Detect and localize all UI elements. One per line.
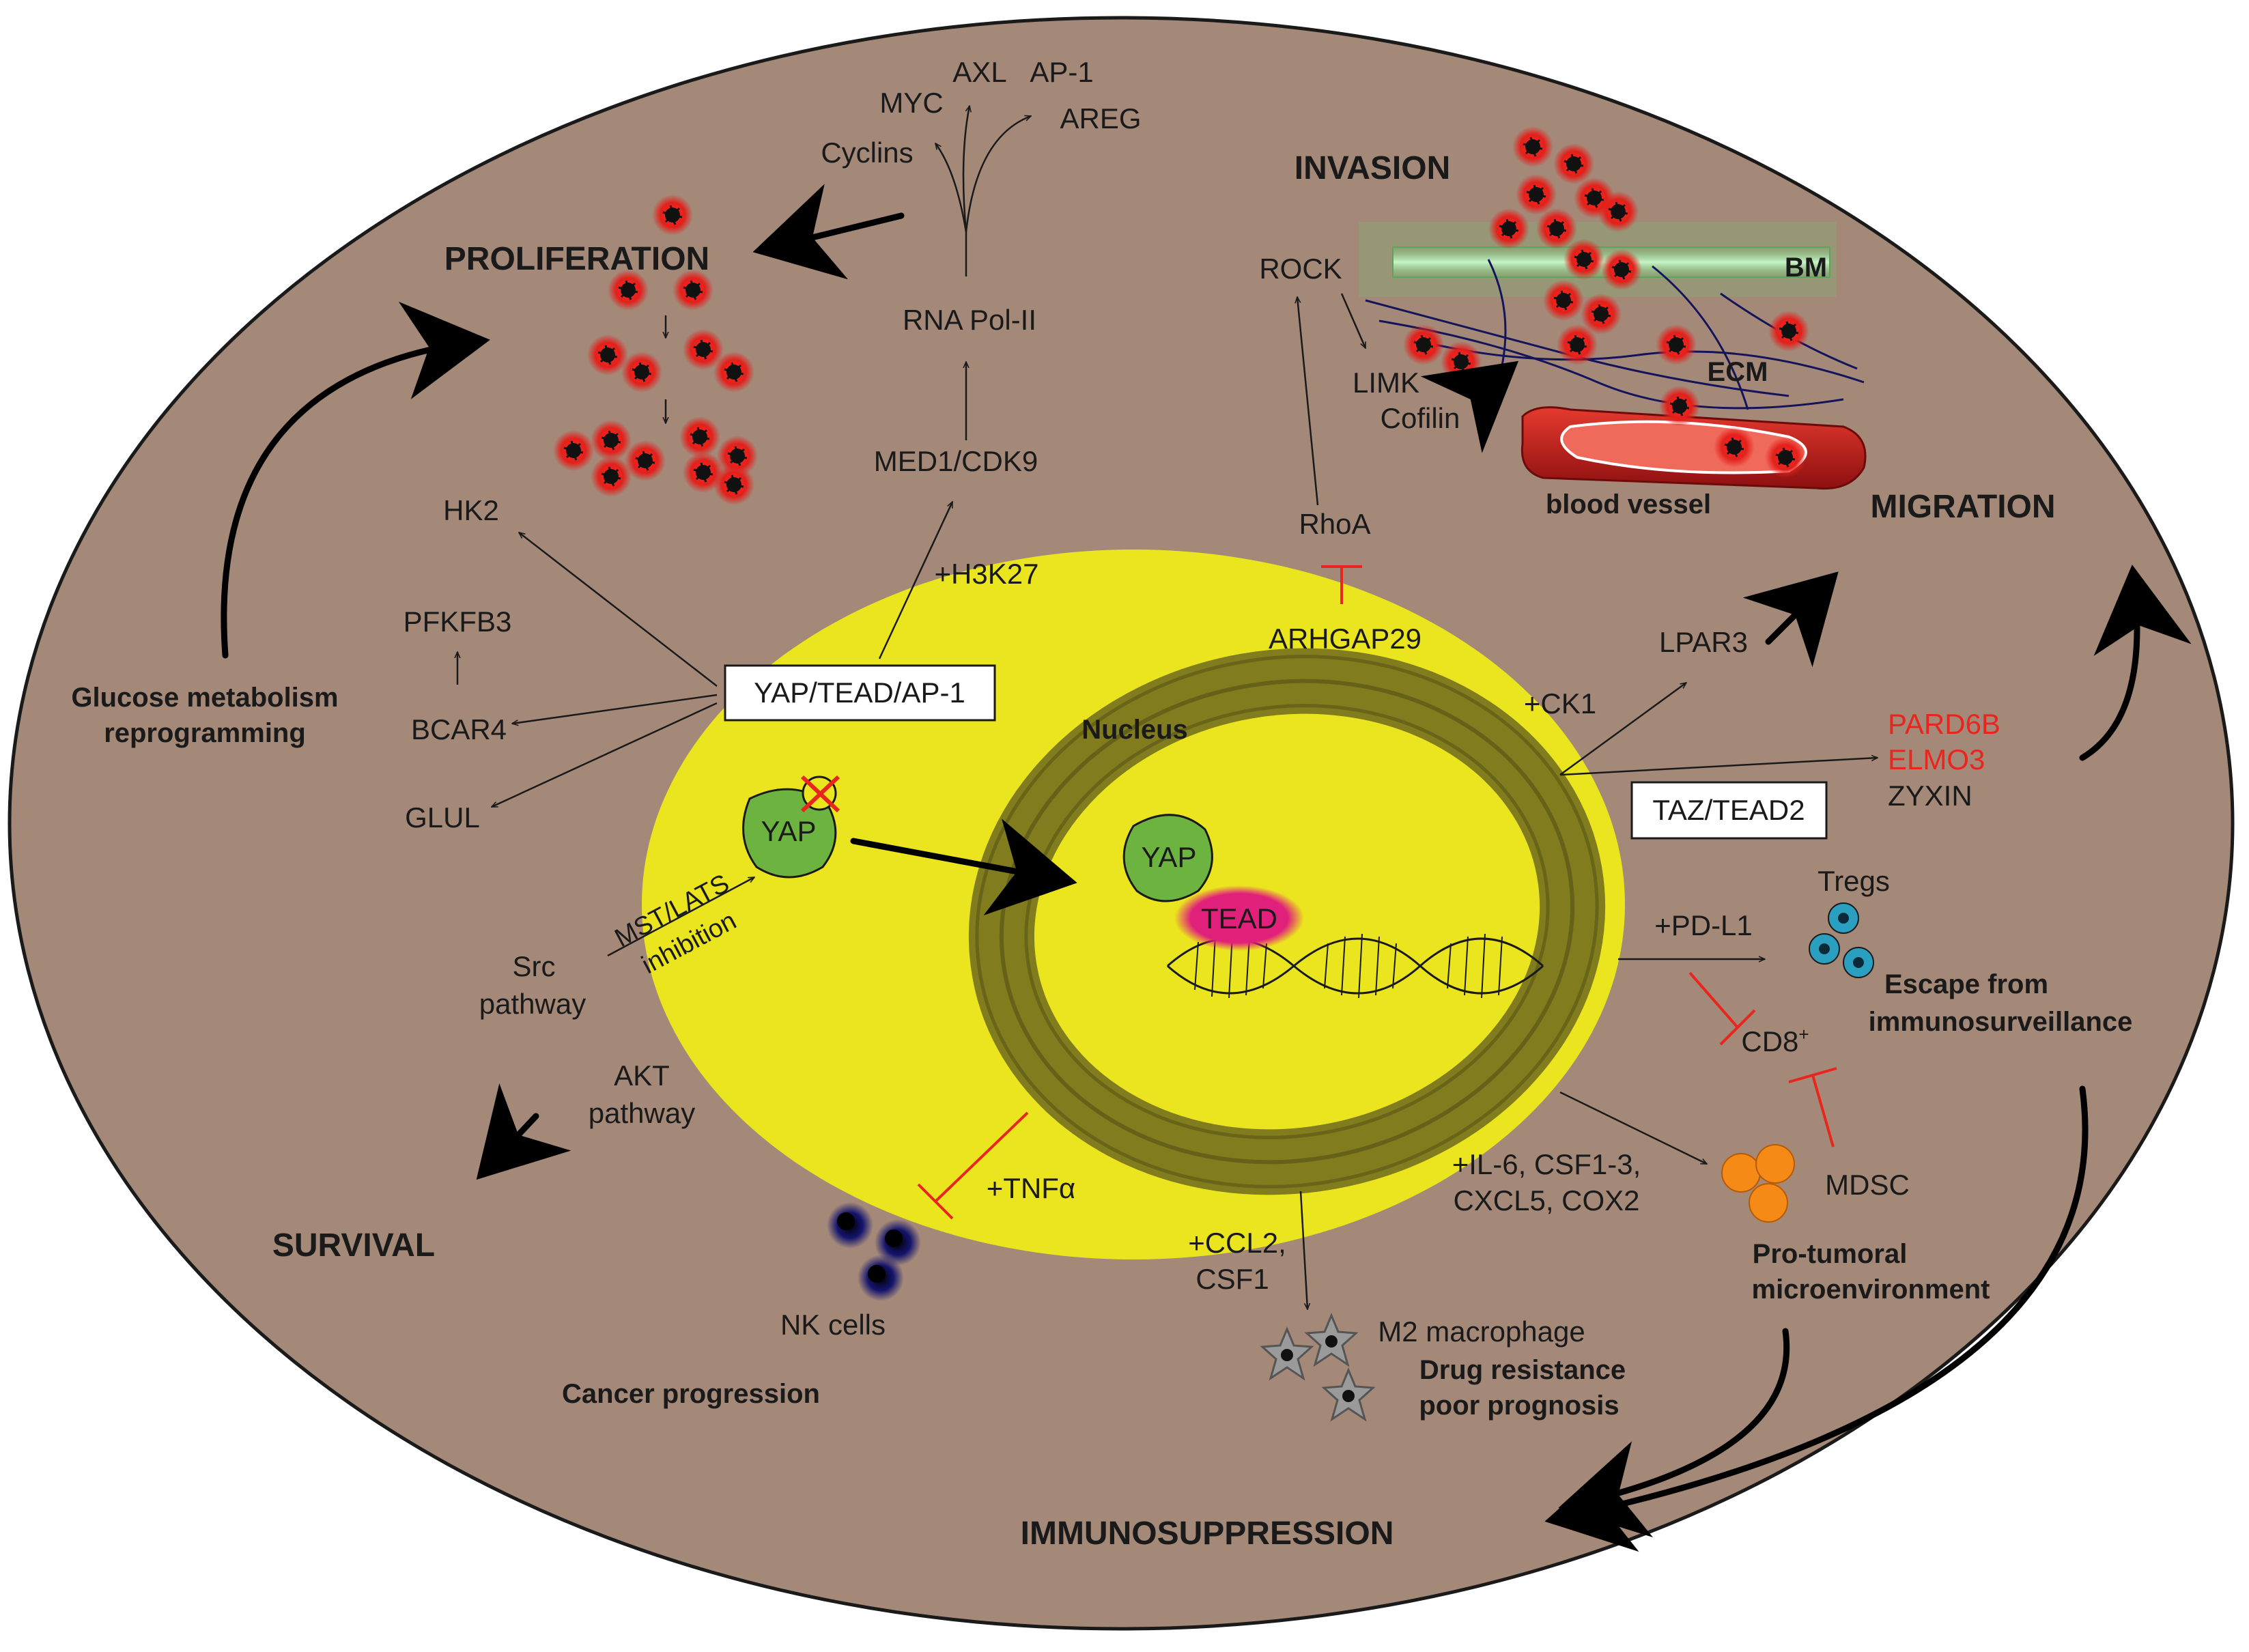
nucleus-label: Nucleus (1081, 715, 1188, 745)
yap-translocation-arrow (850, 818, 1077, 915)
label-h3k27: +H3K27 (935, 558, 1039, 590)
label-cancer-progression: Cancer progression (562, 1379, 820, 1409)
immune-arrows (1299, 959, 1765, 1309)
label-pard6b: PARD6B (1888, 708, 2000, 740)
label-limk: LIMK (1353, 367, 1419, 399)
label-bcar4: BCAR4 (411, 713, 507, 745)
proliferation-arrow (752, 184, 905, 280)
label-rna-pol: RNA Pol-II (903, 304, 1036, 336)
yap-nuclear-blob (1122, 814, 1213, 902)
heading-invasion: INVASION (1295, 150, 1450, 186)
label-cxcl5: CXCL5, COX2 (1453, 1184, 1639, 1216)
proliferating-tumor-cells (552, 193, 759, 507)
label-src-2: pathway (479, 988, 586, 1020)
glucose-to-proliferation-arrow (221, 302, 490, 659)
nucleus-zone (642, 550, 1625, 1259)
label-rock: ROCK (1259, 253, 1342, 285)
yap-nuclear-label: YAP (1142, 841, 1197, 873)
label-hk2: HK2 (443, 494, 499, 526)
label-ap1: AP-1 (1030, 56, 1093, 88)
label-escape-1: Escape from (1884, 969, 2048, 999)
phosphorylation-blocked-icon (800, 775, 840, 813)
nuclear-envelope (968, 648, 1606, 1195)
yap-cytoplasmic-label: YAP (761, 815, 817, 847)
heading-proliferation: PROLIFERATION (444, 241, 709, 277)
label-tregs: Tregs (1817, 865, 1890, 897)
label-pdl1: +PD-L1 (1654, 909, 1753, 941)
label-pfkfb3: PFKFB3 (404, 606, 512, 638)
label-cofilin: Cofilin (1381, 402, 1460, 434)
label-elmo3: ELMO3 (1888, 743, 1985, 775)
heading-immunosuppression: IMMUNOSUPPRESSION (1021, 1515, 1394, 1552)
label-myc: MYC (879, 87, 943, 119)
label-rhoa: RhoA (1299, 508, 1370, 540)
inhibition-marks (917, 971, 1837, 1220)
label-protumoral-1: Pro-tumoral (1753, 1239, 1908, 1269)
label-blood-vessel: blood vessel (1546, 489, 1711, 519)
label-cyclins: Cyclins (821, 137, 913, 169)
arhgap29-inhibition (1321, 565, 1362, 604)
label-akt-2: pathway (589, 1097, 695, 1129)
label-lpar3: LPAR3 (1659, 626, 1748, 658)
label-m2-macrophage: M2 macrophage (1378, 1315, 1585, 1348)
label-axl: AXL (952, 56, 1006, 88)
label-glucose-2: reprogramming (104, 718, 306, 748)
label-mdsc: MDSC (1825, 1169, 1910, 1201)
label-glul: GLUL (405, 801, 480, 834)
label-akt-1: AKT (614, 1059, 670, 1092)
label-nk-cells: NK cells (780, 1309, 886, 1341)
yap-cytoplasmic-blob (742, 788, 837, 879)
label-poor-prognosis: poor prognosis (1419, 1391, 1619, 1421)
label-tnfa: +TNFα (987, 1172, 1075, 1204)
tead-blob (1174, 885, 1304, 951)
label-ecm: ECM (1708, 357, 1768, 387)
label-escape-2: immunosurveillance (1869, 1007, 2133, 1037)
invasion-arrows (1297, 293, 1367, 506)
label-areg: AREG (1060, 102, 1141, 134)
protumoral-to-immunosuppression-arrow (1558, 1328, 1790, 1538)
label-src-1: Src (513, 950, 556, 982)
label-bm: BM (1785, 253, 1827, 283)
label-ck1: +CK1 (1524, 687, 1596, 720)
heading-survival: SURVIVAL (272, 1227, 435, 1264)
label-drug-resistance: Drug resistance (1419, 1355, 1626, 1385)
taz-tead2-box: TAZ/TEAD2 (1630, 781, 1828, 840)
survival-arrow (476, 1083, 571, 1180)
label-glucose-1: Glucose metabolism (71, 683, 338, 713)
yap-tead-ap1-box: YAP/TEAD/AP-1 (724, 664, 996, 722)
svg-text:TAZ/TEAD2: TAZ/TEAD2 (1652, 794, 1805, 826)
label-med1-cdk9: MED1/CDK9 (874, 445, 1038, 477)
label-zyxin: ZYXIN (1888, 780, 1972, 812)
heading-migration: MIGRATION (1870, 489, 2055, 525)
label-csf1: CSF1 (1196, 1263, 1269, 1295)
label-ccl2: +CCL2, (1188, 1227, 1286, 1259)
invasion-arrow (1420, 360, 1519, 453)
transcription-arrows (935, 106, 1031, 440)
metabolic-arrows (457, 502, 954, 808)
svg-text:YAP/TEAD/AP-1: YAP/TEAD/AP-1 (754, 677, 965, 709)
label-protumoral-2: microenvironment (1752, 1274, 1990, 1305)
migration-arrows (1559, 565, 2192, 776)
escape-to-immunosuppression-arrow (1544, 1085, 2089, 1552)
label-cd8: CD8+ (1741, 1024, 1809, 1057)
tead-label: TEAD (1201, 902, 1277, 935)
label-arhgap29: ARHGAP29 (1269, 623, 1421, 655)
label-il6: +IL-6, CSF1-3, (1452, 1148, 1641, 1180)
mst-lats-arrow (607, 876, 754, 957)
